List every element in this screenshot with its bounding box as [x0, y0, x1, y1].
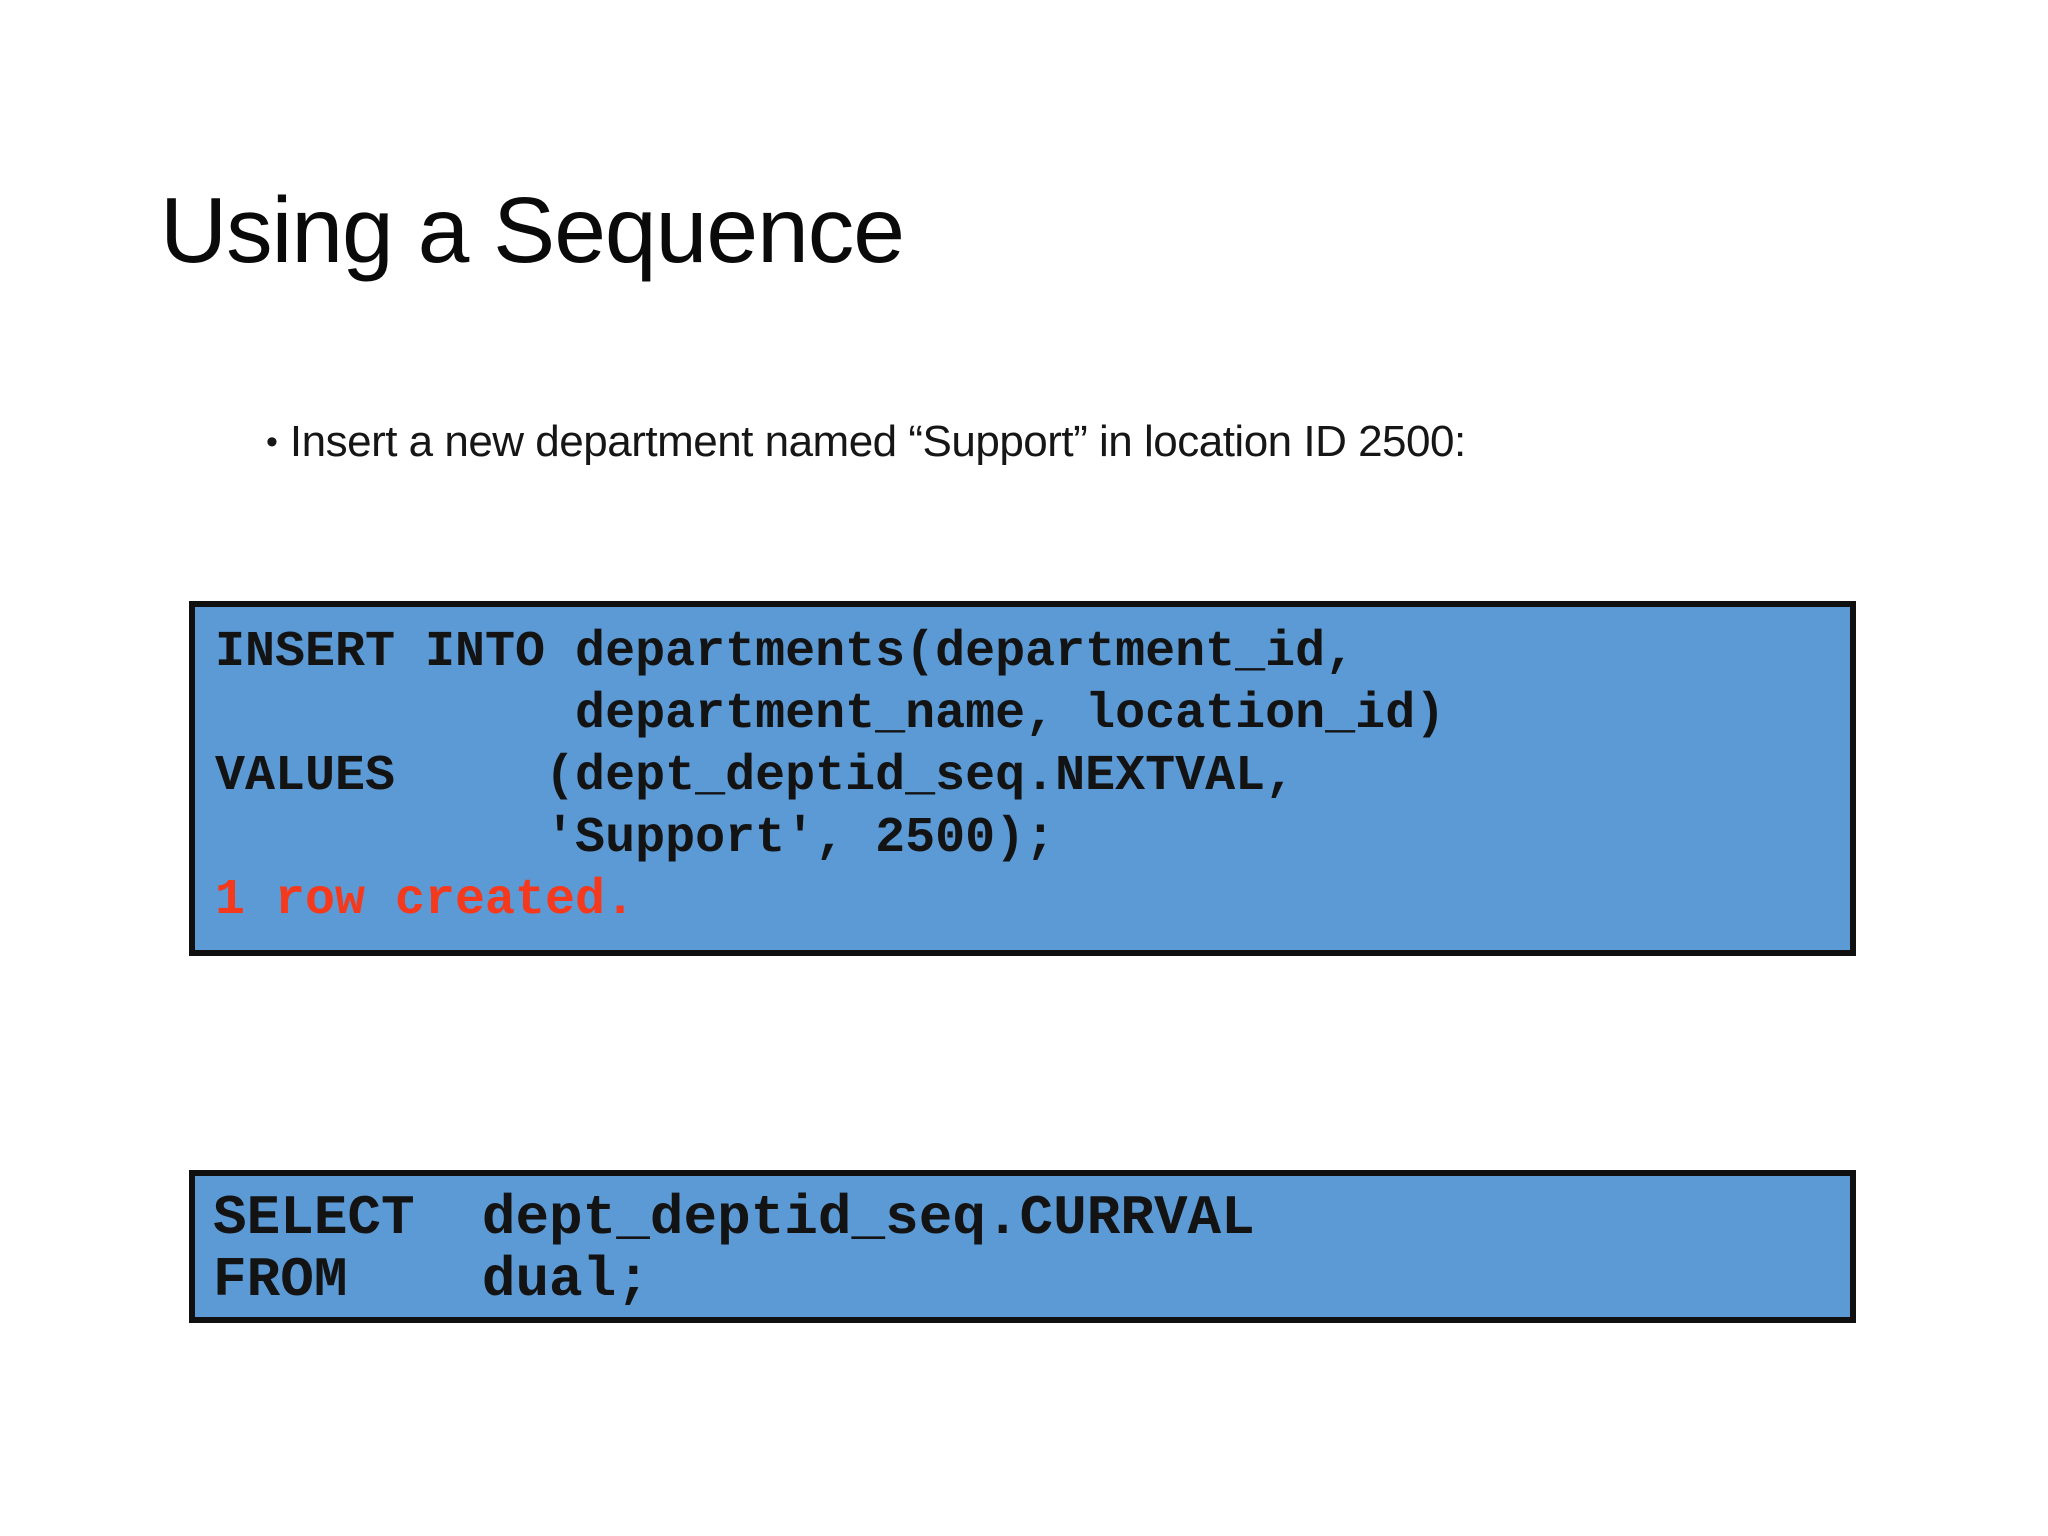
- bullet-item: • Insert a new department named “Support…: [266, 416, 1466, 468]
- bullet-marker: •: [266, 423, 278, 461]
- sql-select-line-1: SELECT dept_deptid_seq.CURRVAL: [213, 1186, 1255, 1250]
- sql-select-line-2: FROM dual;: [213, 1248, 650, 1312]
- bullet-text: Insert a new department named “Support” …: [289, 417, 1466, 466]
- sql-insert-line-1: INSERT INTO departments(department_id,: [215, 624, 1356, 681]
- sql-insert-code-box: INSERT INTO departments(department_id, d…: [189, 601, 1856, 956]
- page-title: Using a Sequence: [160, 178, 905, 282]
- sql-result-message: 1 row created.: [215, 872, 636, 929]
- sql-insert-line-2: department_name, location_id): [215, 686, 1446, 743]
- sql-select-code-box: SELECT dept_deptid_seq.CURRVAL FROM dual…: [189, 1170, 1856, 1323]
- sql-insert-line-4: 'Support', 2500);: [215, 810, 1056, 867]
- sql-insert-line-3: VALUES (dept_deptid_seq.NEXTVAL,: [215, 748, 1296, 805]
